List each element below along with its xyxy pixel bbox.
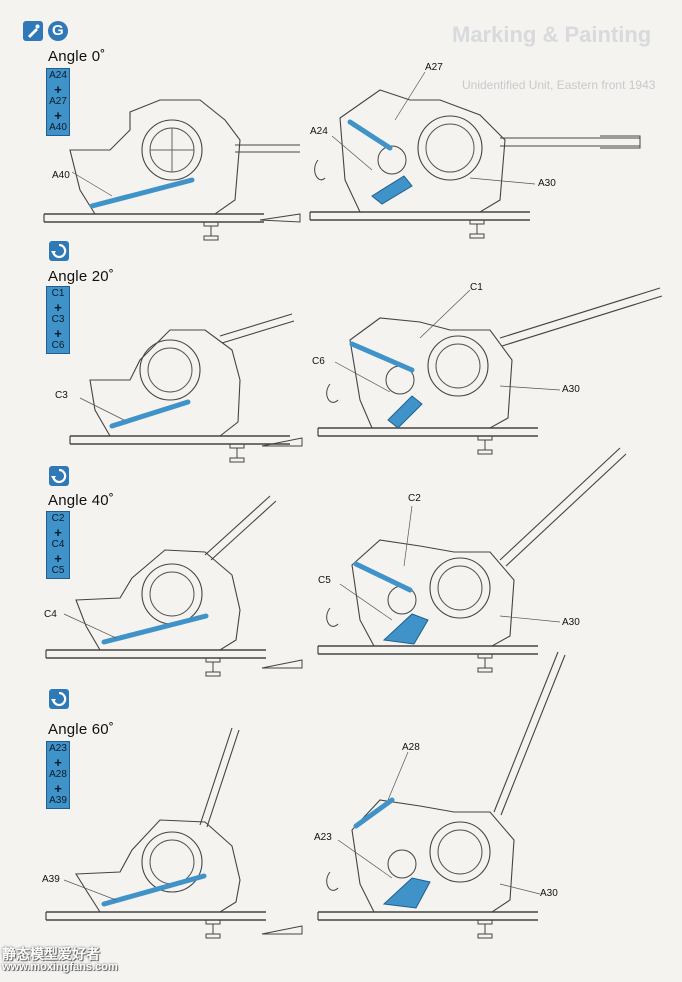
blue-part xyxy=(382,613,429,645)
callout-b: A24 xyxy=(310,126,328,137)
callout-b: A23 xyxy=(314,832,332,843)
blue-part xyxy=(382,877,431,909)
angle-title: Angle 20˚ xyxy=(48,268,115,285)
blue-part xyxy=(109,399,191,429)
callout-a: A28 xyxy=(402,742,420,753)
blue-part xyxy=(89,177,195,209)
callout-left: A40 xyxy=(52,170,70,181)
ghost-caption: Unidentified Unit, Eastern front 1943 xyxy=(462,78,656,92)
part-label: C5 xyxy=(51,565,65,576)
part-label: A24 xyxy=(49,70,67,81)
parts-box: A23 + A28 + A39 xyxy=(46,741,70,809)
gun-side-view-4 xyxy=(45,727,267,939)
angle-title: Angle 0˚ xyxy=(48,48,106,65)
plus-sign: + xyxy=(54,780,62,796)
step-letter: G xyxy=(52,22,64,39)
blue-part xyxy=(349,341,415,373)
gun-side-view-2 xyxy=(69,313,295,463)
plus-sign: + xyxy=(54,81,62,97)
ghost-title: Marking & Painting xyxy=(452,22,652,47)
gun-front-view-3 xyxy=(261,447,627,673)
callout-c: A30 xyxy=(562,617,580,628)
part-label: A27 xyxy=(49,96,67,107)
part-label: C6 xyxy=(51,340,65,351)
part-label: A40 xyxy=(49,122,67,133)
plus-sign: + xyxy=(54,754,62,770)
plus-sign: + xyxy=(54,299,62,315)
plus-sign: + xyxy=(54,550,62,566)
callout-b: C5 xyxy=(318,575,331,586)
blue-part xyxy=(101,613,209,645)
angle-title: Angle 40˚ xyxy=(48,492,115,509)
blue-part xyxy=(353,797,395,829)
parts-box: C2 + C4 + C5 xyxy=(46,511,70,579)
gun-front-view-1 xyxy=(259,71,641,239)
blue-part xyxy=(353,561,413,593)
rotate-icon xyxy=(49,241,69,261)
rotate-icon xyxy=(49,466,69,486)
part-label: C1 xyxy=(51,288,65,299)
section-angle-20: Angle 20˚ C1 + C3 + C6 C3 C1 C6 A30 xyxy=(0,240,682,470)
blue-part xyxy=(101,873,207,907)
plus-sign: + xyxy=(54,107,62,123)
rotate-icon xyxy=(49,689,69,709)
glue-icon xyxy=(23,21,43,41)
parts-box: A24 + A27 + A40 xyxy=(46,68,70,136)
callout-c: A30 xyxy=(540,888,558,899)
callout-left: A39 xyxy=(42,874,60,885)
gun-side-view-1 xyxy=(43,99,300,241)
section-angle-0: Angle 0˚ A24 + A27 + A40 A40 A27 A24 A30 xyxy=(0,0,682,250)
callout-a: A27 xyxy=(425,62,443,73)
step-g-badge xyxy=(48,21,68,41)
blue-part xyxy=(371,175,413,205)
blue-part xyxy=(347,119,393,151)
step-icons xyxy=(23,21,68,41)
part-label: A28 xyxy=(49,769,67,780)
plus-sign: + xyxy=(54,524,62,540)
site-url: www.moxingfans.com xyxy=(2,961,118,973)
callout-a: C1 xyxy=(470,282,483,293)
callout-a: C2 xyxy=(408,493,421,504)
blue-part xyxy=(387,395,423,429)
angle-title: Angle 60˚ xyxy=(48,721,115,738)
part-label: A39 xyxy=(49,795,67,806)
step-header: G xyxy=(22,20,70,49)
plus-sign: + xyxy=(54,325,62,341)
callout-left: C4 xyxy=(44,609,57,620)
section-angle-60: Angle 60˚ A23 + A28 + A39 A39 A28 A23 A3… xyxy=(0,688,682,948)
gun-side-view-3 xyxy=(45,495,277,677)
gun-front-view-4 xyxy=(261,651,566,939)
part-label: C3 xyxy=(51,314,65,325)
site-watermark: 静态模型爱好者 xyxy=(2,946,100,962)
part-label: C2 xyxy=(51,513,65,524)
part-label: A23 xyxy=(49,743,67,754)
callout-c: A30 xyxy=(562,384,580,395)
callout-b: C6 xyxy=(312,356,325,367)
parts-box: C1 + C3 + C6 xyxy=(46,286,70,354)
section-angle-40: Angle 40˚ C2 + C4 + C5 C4 C2 C5 A30 xyxy=(0,465,682,690)
callout-left: C3 xyxy=(55,390,68,401)
part-label: C4 xyxy=(51,539,65,550)
callout-c: A30 xyxy=(538,178,556,189)
gun-front-view-2 xyxy=(261,287,663,455)
